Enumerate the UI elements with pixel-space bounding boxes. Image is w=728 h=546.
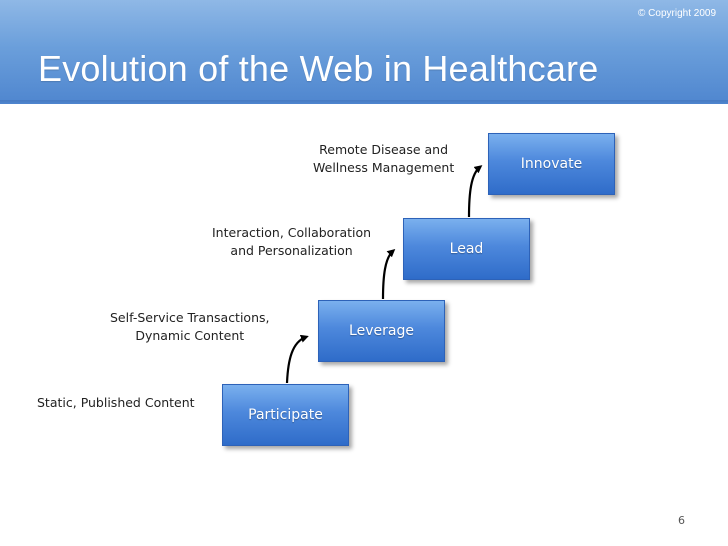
step-box-lead: Lead — [403, 218, 530, 280]
description-line: Remote Disease and — [319, 142, 449, 157]
arrow-leverage-to-lead — [381, 249, 396, 300]
step-box-innovate: Innovate — [488, 133, 615, 195]
arrow-participate-to-leverage — [285, 334, 309, 384]
description-line: Static, Published Content — [37, 395, 195, 410]
description-line: Self-Service Transactions, — [110, 310, 270, 325]
step-description-innovate: Remote Disease and Wellness Management — [313, 141, 454, 177]
description-line: and Personalization — [230, 243, 353, 258]
description-line: Interaction, Collaboration — [212, 225, 372, 240]
description-line: Dynamic Content — [135, 328, 245, 343]
step-box-participate: Participate — [222, 384, 349, 446]
step-box-leverage: Leverage — [318, 300, 445, 362]
step-description-leverage: Self-Service Transactions, Dynamic Conte… — [110, 309, 270, 345]
description-line: Wellness Management — [313, 160, 455, 175]
step-description-participate: Static, Published Content — [37, 394, 195, 412]
step-description-lead: Interaction, Collaboration and Personali… — [212, 224, 371, 260]
arrow-lead-to-innovate — [467, 165, 483, 218]
slide-header: © Copyright 2009 Evolution of the Web in… — [0, 0, 728, 104]
page-number: 6 — [678, 514, 685, 527]
slide-title: Evolution of the Web in Healthcare — [38, 48, 599, 89]
copyright-notice: © Copyright 2009 — [638, 8, 716, 19]
